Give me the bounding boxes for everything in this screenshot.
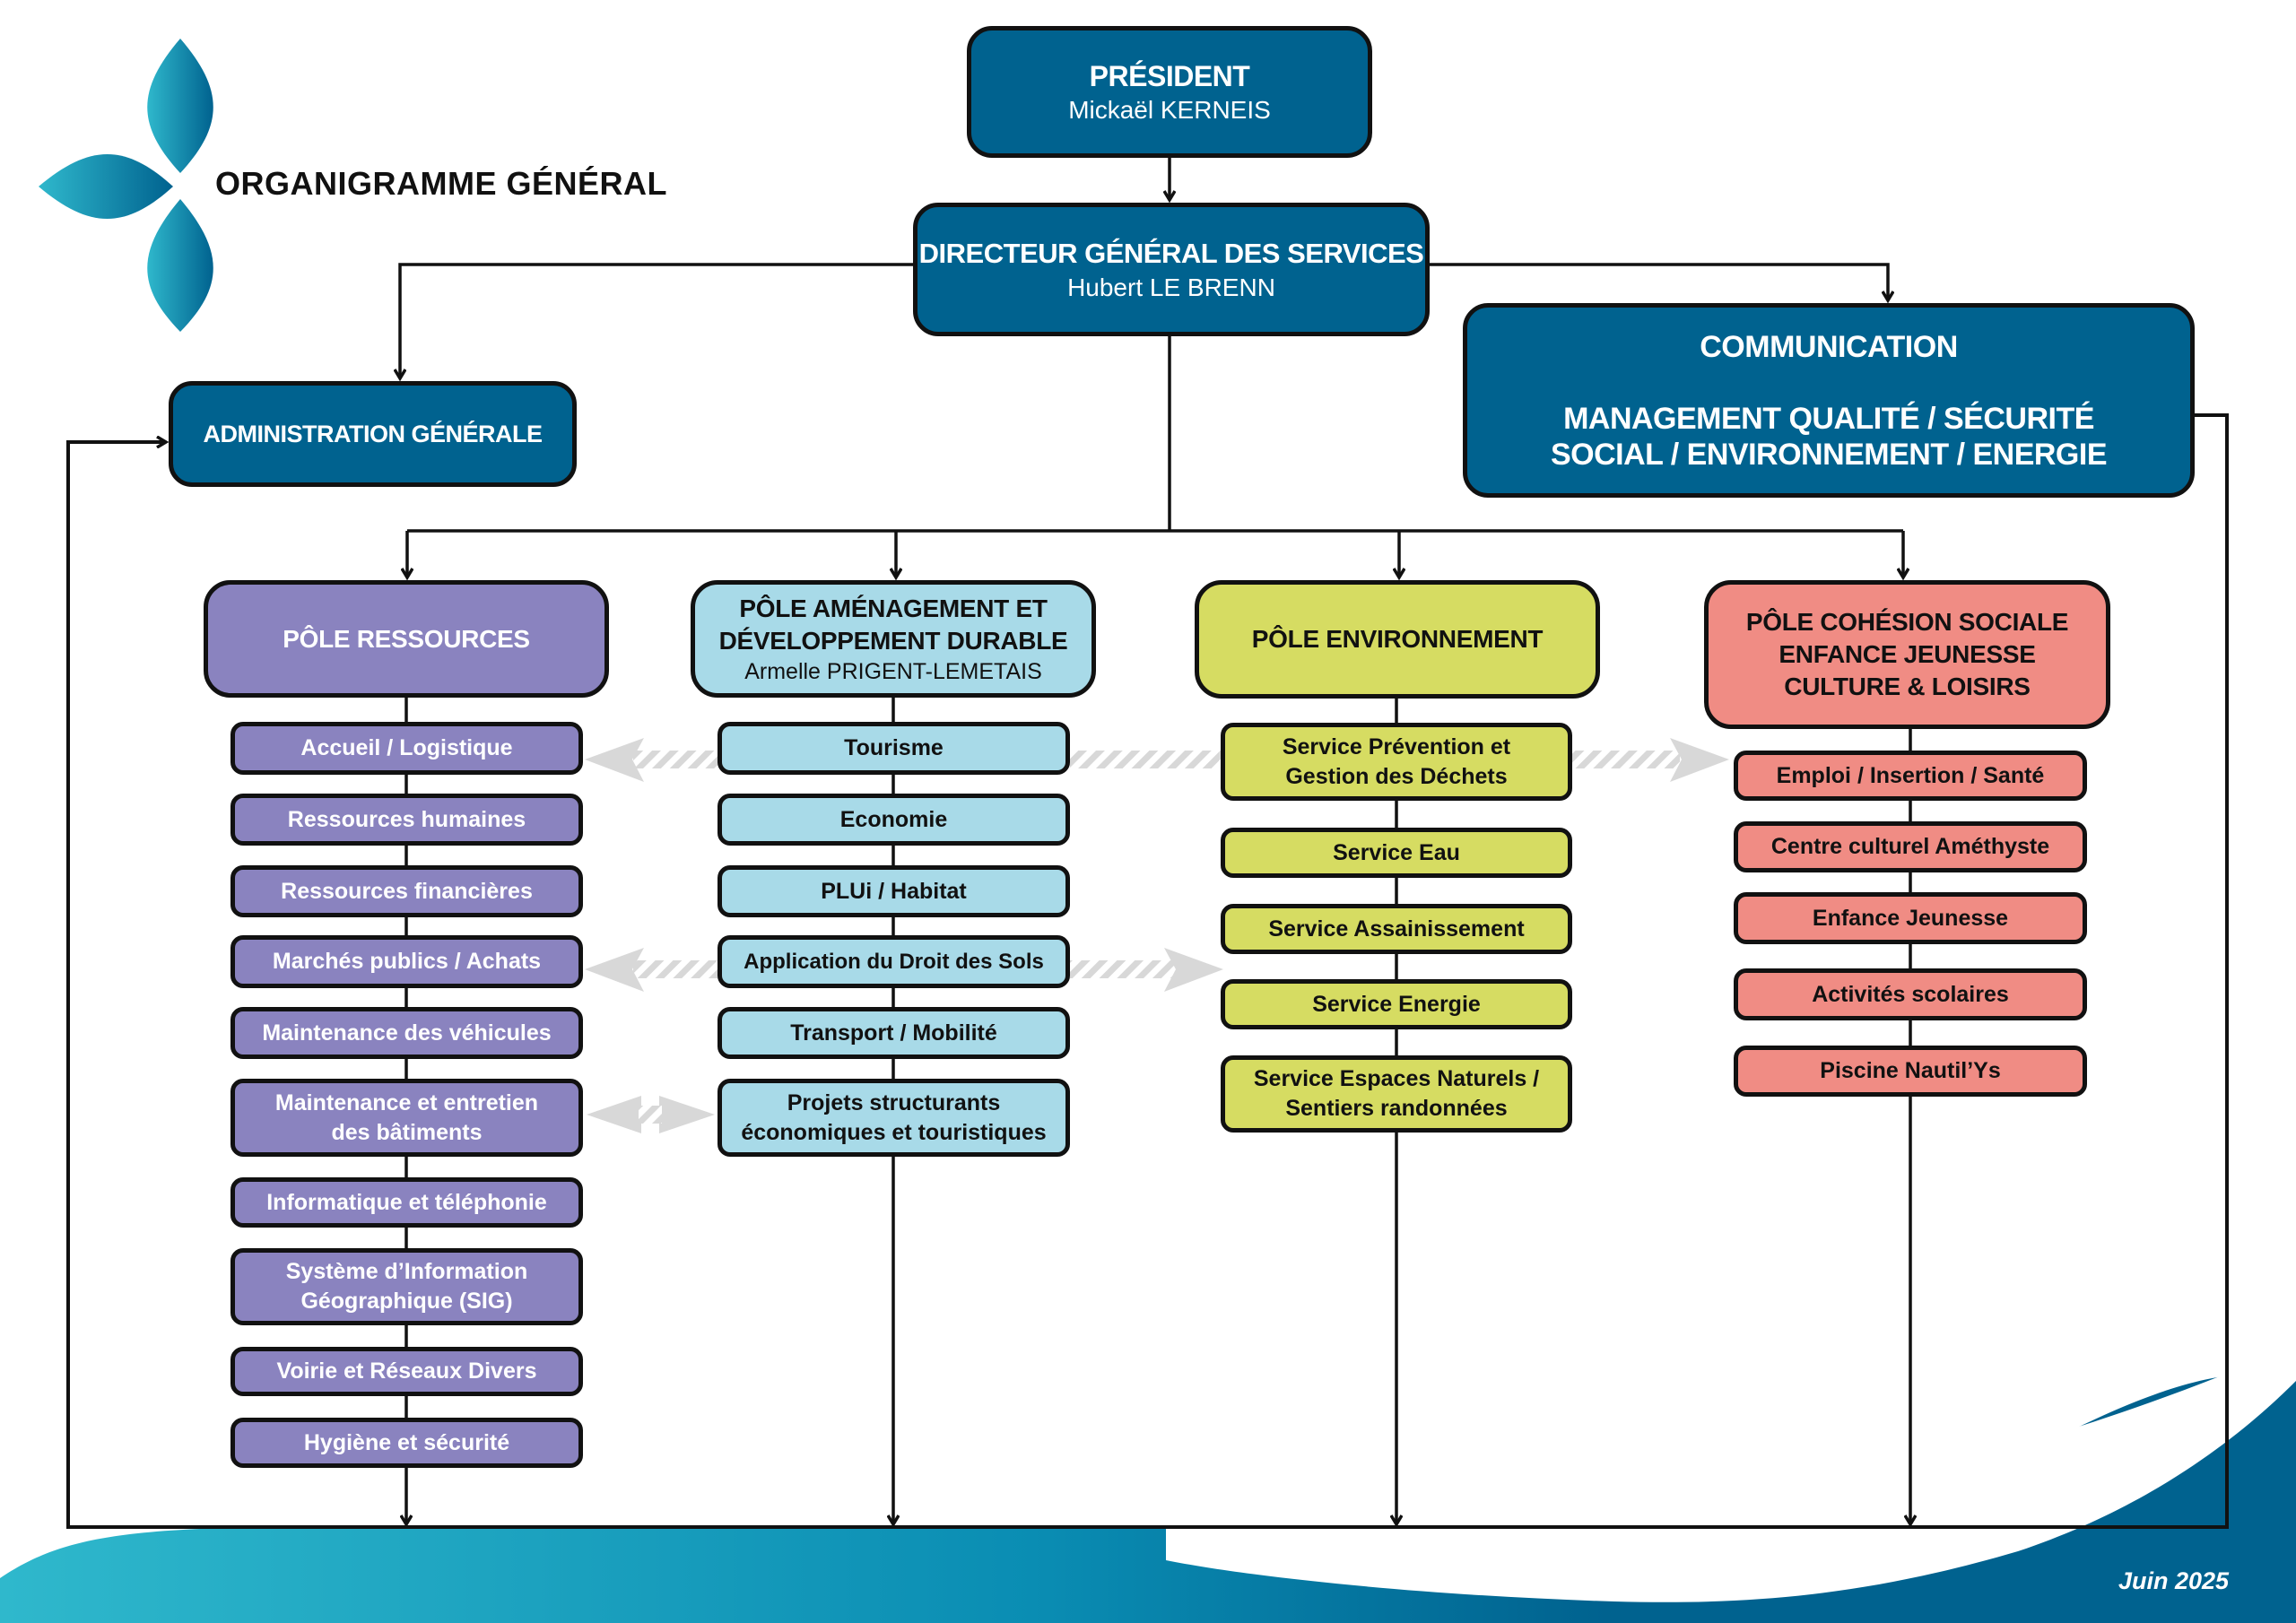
communication-title: COMMUNICATION [1700,329,1958,364]
service-label: Piscine Nautil’Ys [1820,1058,2001,1083]
service-box: Hygiène et sécurité [230,1418,583,1468]
service-box: Service Espaces Naturels / Sentiers rand… [1221,1055,1572,1133]
service-label: Maintenance des véhicules [262,1020,552,1046]
administration-box: ADMINISTRATION GÉNÉRALE [169,381,577,487]
service-label: Ressources humaines [287,806,526,832]
transversal-links [585,738,1729,1133]
service-label: Service Eau [1333,839,1460,865]
pole-ressources-header: PÔLE RESSOURCES [204,580,609,698]
pole-amenagement-title-2: DÉVELOPPEMENT DURABLE [718,626,1068,655]
pole-ressources-title: PÔLE RESSOURCES [283,624,530,653]
service-box: Economie [718,794,1070,846]
pole-cohesion-header: PÔLE COHÉSION SOCIALE ENFANCE JEUNESSE C… [1704,580,2110,729]
administration-title: ADMINISTRATION GÉNÉRALE [203,421,544,447]
service-box: Service Prévention et Gestion des Déchet… [1221,723,1572,801]
link-ads-environnement [1070,948,1223,992]
service-label: Centre culturel Améthyste [1770,834,2050,859]
communication-line2: SOCIAL / ENVIRONNEMENT / ENERGIE [1550,437,2108,472]
link-batiments-projets [587,1096,715,1133]
service-box: Enfance Jeunesse [1734,892,2087,944]
service-label: Ressources financières [281,878,533,904]
service-box: Maintenance et entretien des bâtiments [230,1079,583,1157]
service-box: Service Energie [1221,979,1572,1029]
connector-dgs-administration [400,263,913,378]
president-name: Mickaël KERNEIS [1068,95,1271,124]
service-label: Service Energie [1312,991,1481,1017]
dgs-name: Hubert LE BRENN [1067,273,1275,301]
logo-icon [39,39,213,332]
service-box: Centre culturel Améthyste [1734,821,2087,872]
president-title: PRÉSIDENT [1089,59,1250,92]
pole-cohesion-title-3: CULTURE & LOISIRS [1784,673,2031,700]
service-label: Hygiène et sécurité [303,1429,510,1455]
service-box: Projets structurants économiques et tour… [718,1079,1070,1157]
service-box: Service Assainissement [1221,904,1572,954]
service-label: Informatique et téléphonie [266,1189,547,1215]
service-label: Transport / Mobilité [790,1020,997,1046]
link-ads-marches [585,948,718,992]
service-box: Informatique et téléphonie [230,1177,583,1228]
dgs-box: DIRECTEUR GÉNÉRAL DES SERVICES Hubert LE… [913,203,1430,336]
service-box: Piscine Nautil’Ys [1734,1046,2087,1097]
service-label: Enfance Jeunesse [1812,905,2009,931]
pole-environnement-header: PÔLE ENVIRONNEMENT [1195,580,1600,699]
service-box: Maintenance des véhicules [230,1007,583,1059]
service-label: Activités scolaires [1812,981,2009,1007]
service-label: Economie [839,806,948,832]
connector-return-loop [66,413,2229,1529]
service-box: Emploi / Insertion / Santé [1734,751,2087,801]
service-box: Transport / Mobilité [718,1007,1070,1059]
communication-box: COMMUNICATION MANAGEMENT QUALITÉ / SÉCUR… [1463,303,2195,498]
page-title: ORGANIGRAMME GÉNÉRAL [215,165,667,202]
service-label: Service Espaces Naturels / Sentiers rand… [1253,1066,1540,1121]
service-label: Application du Droit des Sols [744,950,1044,974]
dgs-title: DIRECTEUR GÉNÉRAL DES SERVICES [918,237,1424,269]
connector-dgs-communication [1430,263,1888,300]
service-label: Service Prévention et Gestion des Déchet… [1282,733,1511,789]
date-label: Juin 2025 [2118,1567,2230,1594]
service-box: Activités scolaires [1734,968,2087,1020]
service-label: Service Assainissement [1268,916,1525,942]
link-prevention-emploi [1572,738,1729,782]
service-box: Application du Droit des Sols [718,935,1070,988]
service-box: Service Eau [1221,828,1572,878]
service-box: Marchés publics / Achats [230,935,583,988]
service-box: Ressources humaines [230,794,583,846]
link-tourisme-prevention [1070,751,1221,768]
service-label: Accueil / Logistique [300,735,513,760]
service-label: Voirie et Réseaux Divers [276,1358,537,1384]
service-label: Système d’Information Géographique (SIG) [285,1259,528,1314]
pole-cohesion-title-2: ENFANCE JEUNESSE [1779,640,2036,668]
president-box: PRÉSIDENT Mickaël KERNEIS [967,26,1372,158]
service-box: Accueil / Logistique [230,722,583,775]
pole-cohesion-title-1: PÔLE COHÉSION SOCIALE [1745,608,2069,636]
service-box: Voirie et Réseaux Divers [230,1347,583,1396]
pole-amenagement-title-1: PÔLE AMÉNAGEMENT ET [739,594,1048,622]
communication-line1: MANAGEMENT QUALITÉ / SÉCURITÉ [1563,401,2094,436]
service-label: PLUi / Habitat [821,878,967,904]
service-box: Tourisme [718,722,1070,775]
service-label: Maintenance et entretien des bâtiments [274,1089,539,1145]
pole-environnement-title: PÔLE ENVIRONNEMENT [1251,625,1544,653]
service-label: Tourisme [844,735,944,760]
background-wave-white-cut [1166,1345,2296,1602]
service-box: Ressources financières [230,865,583,917]
service-label: Projets structurants économiques et tour… [741,1089,1047,1145]
service-label: Emploi / Insertion / Santé [1776,762,2045,788]
pole-amenagement-name: Armelle PRIGENT-LEMETAIS [744,658,1042,684]
service-box: PLUi / Habitat [718,865,1070,917]
link-tourisme-accueil [585,738,718,782]
service-label: Marchés publics / Achats [272,949,542,974]
service-box: Système d’Information Géographique (SIG) [230,1248,583,1325]
pole-amenagement-header: PÔLE AMÉNAGEMENT ET DÉVELOPPEMENT DURABL… [691,580,1096,698]
